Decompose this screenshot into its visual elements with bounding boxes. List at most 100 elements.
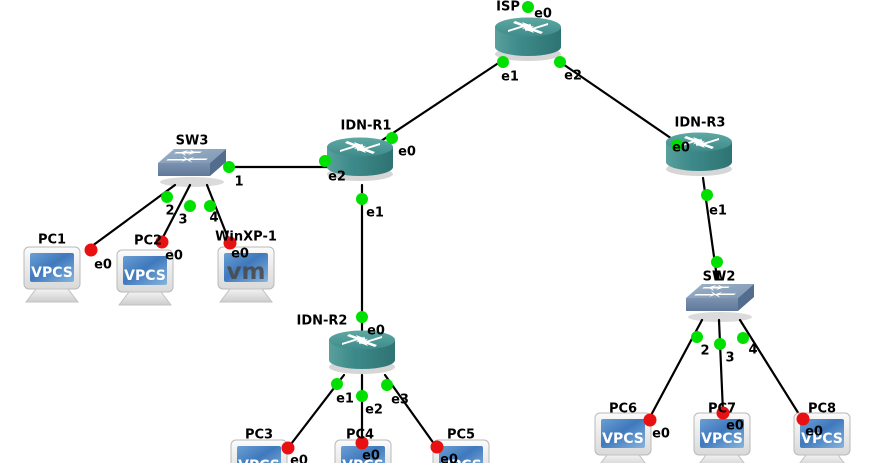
node-label-idn-r2: IDN-R2 [296,313,348,329]
status-dot-pc3-e0[interactable] [281,441,295,455]
node-sw3[interactable] [154,142,230,192]
link-sw2-pc7[interactable] [717,318,725,414]
node-pc4[interactable]: VPCS [331,437,395,463]
port-label-pc5-e0: e0 [440,452,458,463]
port-label-pc2-e0: e0 [165,248,183,264]
status-dot-winxp-1-e0[interactable] [223,236,237,250]
port-label-sw3-2: 2 [165,203,175,219]
port-label-idn-r2-e0: e0 [367,323,385,339]
svg-text:VPCS: VPCS [801,431,843,447]
link-isp-idn-r3[interactable] [555,58,680,145]
node-pc7[interactable]: VPCS [690,410,754,463]
port-label-isp-e1: e1 [501,69,519,85]
status-dot-isp-e2[interactable] [554,56,566,68]
node-label-winxp-1: WinXP-1 [215,229,277,245]
svg-text:VPCS: VPCS [602,431,644,447]
svg-text:VPCS: VPCS [31,265,73,281]
status-dot-sw2-2[interactable] [691,331,703,343]
port-label-pc4-e0: e0 [362,448,380,463]
node-pc6[interactable]: VPCS [591,410,655,463]
port-label-pc3-e0: e0 [290,453,308,463]
status-dot-idn-r2-e1[interactable] [331,378,343,390]
svg-text:VPCS: VPCS [124,268,166,284]
port-label-sw3-1: 1 [234,174,244,190]
status-dot-pc8-e0[interactable] [796,412,810,426]
port-label-isp-e2: e2 [564,68,582,84]
node-label-pc8: PC8 [807,401,837,417]
port-label-idn-r1-e1: e1 [366,205,384,221]
port-label-sw2-3: 3 [725,350,735,366]
status-dot-sw3-4[interactable] [204,200,216,212]
port-label-pc1-e0: e0 [94,257,112,273]
port-label-sw2-1: 1 [713,269,723,285]
svg-text:VPCS: VPCS [440,458,482,463]
port-label-sw3-3: 3 [178,212,188,228]
link-isp-idn-r1[interactable] [376,58,505,145]
port-label-idn-r1-e2: e2 [328,169,346,185]
node-label-pc4: PC4 [345,427,375,443]
status-dot-idn-r2-e0[interactable] [356,311,368,323]
port-label-isp-e0: e0 [534,6,552,22]
status-dot-isp-e1[interactable] [497,56,509,68]
port-label-winxp-1-e0: e0 [231,246,249,262]
status-dot-idn-r1-e2[interactable] [319,155,331,167]
node-pc2[interactable]: VPCS [113,247,177,313]
node-idn-r3[interactable] [662,130,736,180]
node-label-idn-r3: IDN-R3 [674,115,726,131]
link-sw3-winxp-1[interactable] [205,183,232,245]
status-dot-sw3-1[interactable] [223,161,235,173]
link-sw3-pc1[interactable] [86,183,177,251]
status-dot-pc1-e0[interactable] [84,243,98,257]
status-dot-pc4-e0[interactable] [355,436,369,450]
node-isp[interactable] [491,15,565,65]
node-label-isp: ISP [496,0,520,15]
status-dot-idn-r1-e1[interactable] [356,193,368,205]
status-dot-pc6-e0[interactable] [643,413,657,427]
status-dot-isp-e0[interactable] [522,1,534,13]
node-pc3[interactable]: VPCS [227,437,291,463]
status-dot-idn-r2-e2[interactable] [356,390,368,402]
status-dot-sw2-4[interactable] [737,332,749,344]
node-idn-r1[interactable] [323,135,397,185]
port-label-idn-r3-e0: e0 [672,140,690,156]
status-dot-sw2-3[interactable] [714,338,726,350]
link-sw3-pc2[interactable] [158,183,192,245]
svg-text:VPCS: VPCS [701,431,743,447]
port-label-idn-r2-e2: e2 [365,402,383,418]
node-pc1[interactable]: VPCS [20,244,84,310]
status-dot-idn-r3-e1[interactable] [701,189,713,201]
port-label-pc8-e0: e0 [805,424,823,440]
port-label-sw2-4: 4 [748,342,758,358]
port-label-pc7-e0: e0 [726,418,744,434]
status-dot-pc2-e0[interactable] [155,235,169,249]
port-label-sw2-2: 2 [700,343,710,359]
node-sw2[interactable] [682,277,758,327]
node-label-sw3: SW3 [175,133,209,149]
svg-text:VPCS: VPCS [238,458,280,463]
status-dot-pc5-e0[interactable] [430,440,444,454]
node-winxp-1[interactable]: vm [214,244,278,310]
link-sw2-pc8[interactable] [738,318,804,421]
status-dot-idn-r3-e0[interactable] [671,139,683,151]
port-label-pc6-e0: e0 [652,426,670,442]
port-label-sw3-4: 4 [209,210,219,226]
node-pc8[interactable]: VPCS [790,410,854,463]
status-dot-idn-r2-e3[interactable] [381,379,393,391]
node-label-pc5: PC5 [446,427,476,443]
port-label-idn-r2-e1: e1 [336,391,354,407]
status-dot-sw3-3[interactable] [184,200,196,212]
node-label-pc3: PC3 [244,427,274,443]
status-dot-pc7-e0[interactable] [716,406,730,420]
node-label-pc7: PC7 [707,401,737,417]
svg-text:vm: vm [227,259,266,285]
node-pc5[interactable]: VPCS [429,437,493,463]
status-dot-sw2-1[interactable] [711,256,723,268]
node-idn-r2[interactable] [325,328,399,378]
node-label-pc1: PC1 [37,232,67,248]
status-dot-sw3-2[interactable] [161,191,173,203]
link-idn-r2-pc5[interactable] [383,373,439,450]
status-dot-idn-r1-e0[interactable] [386,132,398,144]
node-label-sw2: SW2 [702,269,736,285]
